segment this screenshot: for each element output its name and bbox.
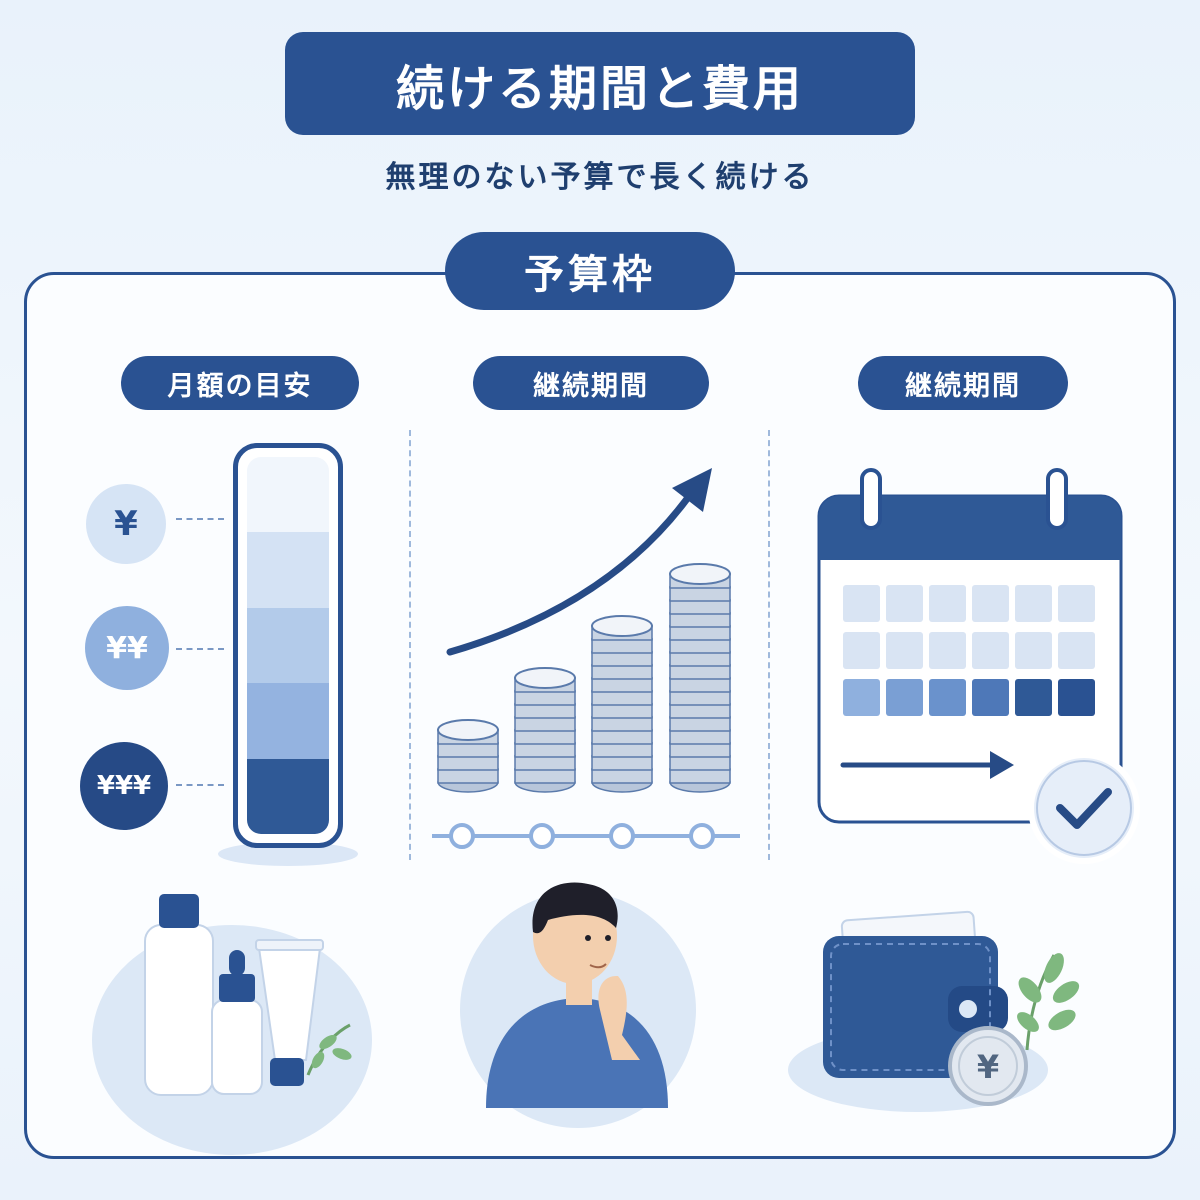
calendar-icon (817, 468, 1123, 824)
column-divider (768, 430, 770, 860)
coin-stack (437, 719, 499, 793)
budget-level-mid-badge: ¥¥ (85, 606, 169, 690)
calendar-day-cell (929, 585, 966, 622)
budget-gauge (233, 443, 343, 848)
check-circle-icon (1028, 752, 1140, 864)
calendar-day-cell (1015, 585, 1052, 622)
column-label-monthly: 月額の目安 (121, 356, 359, 410)
trend-up-arrow-icon (446, 468, 712, 656)
budget-level-connector (176, 784, 224, 786)
timeline-node (689, 823, 715, 849)
calendar-day-cell (1058, 585, 1095, 622)
calendar-day-cell (843, 679, 880, 716)
timeline (432, 823, 740, 849)
timeline-node (529, 823, 555, 849)
calendar-day-cell (886, 585, 923, 622)
leaf-icon (1017, 953, 1080, 1051)
column-label-duration-1: 継続期間 (473, 356, 709, 410)
gauge-band (247, 758, 329, 834)
calendar-day-cell (843, 632, 880, 669)
page-title: 続ける期間と費用 (285, 32, 915, 135)
gauge-band (247, 683, 329, 759)
timeline-node (609, 823, 635, 849)
coin-top (591, 615, 653, 637)
gauge-band (247, 607, 329, 684)
budget-level-low-badge: ¥ (86, 484, 166, 564)
calendar-day-cell (886, 632, 923, 669)
coin-stack (669, 563, 731, 793)
coin-stacks (437, 563, 731, 793)
calendar-day-cell (1058, 632, 1095, 669)
gauge-band (247, 457, 329, 533)
column-label-duration-2: 継続期間 (858, 356, 1068, 410)
calendar-day-cell (886, 679, 923, 716)
calendar-day-cell (972, 632, 1009, 669)
thinking-person-icon (460, 882, 696, 1128)
calendar-day-cell (929, 679, 966, 716)
calendar-day-cell (843, 585, 880, 622)
budget-level-connector (176, 648, 224, 650)
skincare-bottles-icon (92, 894, 372, 1155)
calendar-day-cell (1015, 632, 1052, 669)
calendar-day-cell (972, 679, 1009, 716)
wallet-coin-symbol: ¥ (977, 1048, 999, 1086)
coin-top (514, 667, 576, 689)
yen-coin-icon: ¥ (948, 1026, 1028, 1106)
calendar-day-cell (1058, 679, 1095, 716)
calendar-day-cell (1015, 679, 1052, 716)
calendar-grid (843, 585, 1095, 716)
timeline-node (449, 823, 475, 849)
coin-stack (514, 667, 576, 793)
budget-level-connector (176, 518, 224, 520)
gauge-band (247, 532, 329, 608)
calendar-day-cell (929, 632, 966, 669)
budget-panel-label: 予算枠 (445, 232, 735, 310)
page-subtitle: 無理のない予算で長く続ける (385, 160, 815, 195)
budget-level-high-badge: ¥¥¥ (80, 742, 168, 830)
coin-top (669, 563, 731, 585)
coin-stack (591, 615, 653, 793)
coin-top (437, 719, 499, 741)
calendar-day-cell (972, 585, 1009, 622)
column-divider (409, 430, 411, 860)
